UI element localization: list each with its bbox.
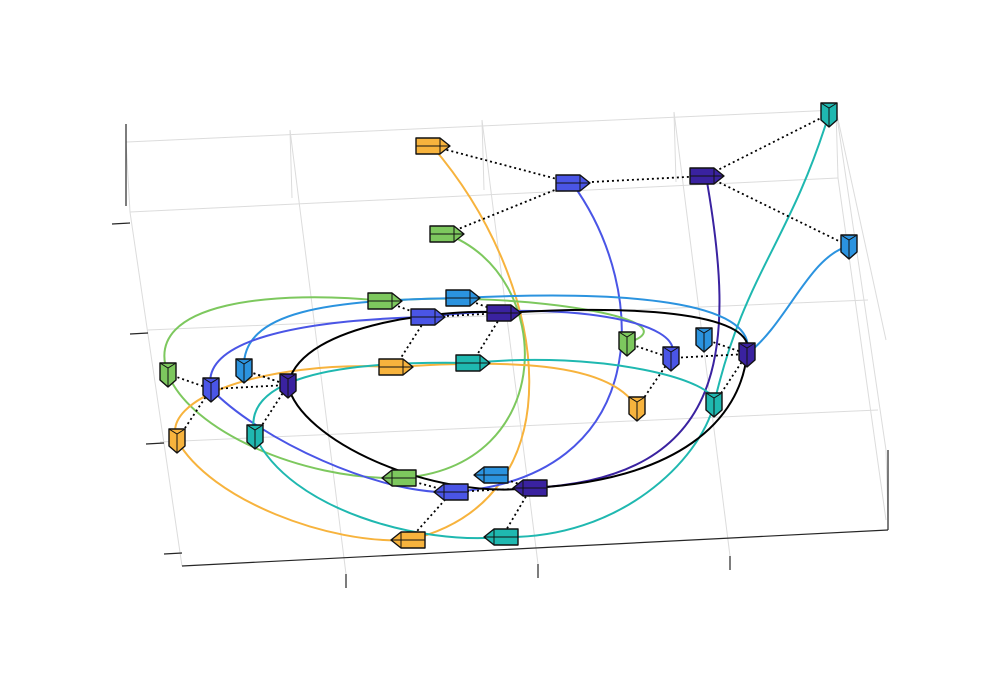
grid-line [835, 109, 887, 341]
node-t5 [483, 528, 519, 546]
grid-line [129, 211, 183, 567]
y-tick [111, 222, 131, 225]
grid-line [289, 129, 293, 199]
node-s3 [235, 358, 253, 384]
node-o2 [378, 358, 414, 376]
edge-g5-b5 [399, 477, 453, 493]
grid-line [125, 109, 837, 143]
grid-layer [125, 109, 889, 575]
grid-line [481, 119, 539, 565]
node-p3 [279, 373, 297, 399]
glyph-edge [695, 327, 713, 352]
edge-b1-p1 [571, 175, 707, 184]
node-p5 [512, 479, 548, 497]
node-b5 [433, 483, 469, 501]
glyph-edge [840, 234, 858, 259]
glyph-edge [556, 175, 590, 191]
glyph-edge [446, 290, 480, 306]
node-b1 [555, 174, 591, 192]
glyph-edge [690, 168, 724, 184]
glyph-edge [618, 331, 636, 356]
node-b2 [410, 308, 446, 326]
glyph-edge [484, 529, 518, 545]
glyph-edge [382, 470, 416, 486]
curve-blue [209, 309, 674, 494]
grid-line [289, 129, 347, 575]
glyph-edge [456, 355, 490, 371]
node-s5 [473, 466, 509, 484]
glyph-edge [487, 305, 521, 321]
node-t1 [820, 102, 838, 128]
edge-o1-b1 [431, 145, 573, 184]
x-axis-line [181, 529, 889, 567]
node-t2 [455, 354, 491, 372]
node-p2 [486, 304, 522, 322]
node-g5 [381, 469, 417, 487]
glyph-edge [628, 396, 646, 421]
glyph-edge [411, 309, 445, 325]
grid-line [125, 141, 131, 213]
glyph-edge [662, 346, 680, 371]
glyph-edge [474, 467, 508, 483]
node-p1 [689, 167, 725, 185]
glyph-edge [379, 359, 413, 375]
node-b4 [662, 346, 680, 372]
glyph-edge [391, 532, 425, 548]
node-g4 [618, 331, 636, 357]
curve-green [399, 233, 526, 479]
curve-teal [713, 113, 830, 405]
glyph-edge [368, 293, 402, 309]
node-t4 [705, 392, 723, 418]
grid-line [673, 111, 677, 183]
edge-p1-s1 [705, 175, 850, 247]
glyph-edge [202, 377, 220, 402]
glyph-edge [738, 342, 756, 367]
curve-skyblue [746, 245, 850, 355]
curve-purple [530, 175, 721, 489]
curve-skyblue [242, 294, 749, 371]
y-tick [163, 552, 183, 555]
curve-orange [408, 145, 531, 541]
edge-b4-p4 [670, 353, 748, 359]
axis-layer [111, 124, 889, 588]
node-s4 [695, 327, 713, 353]
glyph-edge [159, 362, 177, 387]
node-o5 [390, 531, 426, 549]
glyph-edge [430, 226, 464, 242]
node-b3 [202, 377, 220, 403]
grid-line [481, 119, 485, 191]
node-g1 [429, 225, 465, 243]
glyph-edge [246, 424, 264, 449]
glyph-edge [705, 392, 723, 417]
node-s1 [840, 234, 858, 260]
glyph-edge [168, 428, 186, 453]
glyph-edge [416, 138, 450, 154]
curve-orange [174, 362, 638, 542]
glyph-edge [513, 480, 547, 496]
node-g3 [159, 362, 177, 388]
node-g2 [367, 292, 403, 310]
node-s2 [445, 289, 481, 307]
glyph-edge [235, 358, 253, 383]
y-tick [145, 442, 165, 445]
node-t3 [246, 424, 264, 450]
grid-line [159, 409, 879, 443]
curve-blue [451, 182, 623, 493]
node-o4 [628, 396, 646, 422]
grid-line [835, 109, 887, 451]
glyph-edge [820, 102, 838, 127]
y-tick [129, 332, 149, 335]
curve-layer [163, 113, 850, 542]
curve-teal [252, 358, 716, 540]
glyph-edge [434, 484, 468, 500]
glyph-edge [279, 373, 297, 398]
node-layer [159, 102, 858, 549]
node-o1 [415, 137, 451, 155]
node-o3 [168, 428, 186, 454]
node-p4 [738, 342, 756, 368]
